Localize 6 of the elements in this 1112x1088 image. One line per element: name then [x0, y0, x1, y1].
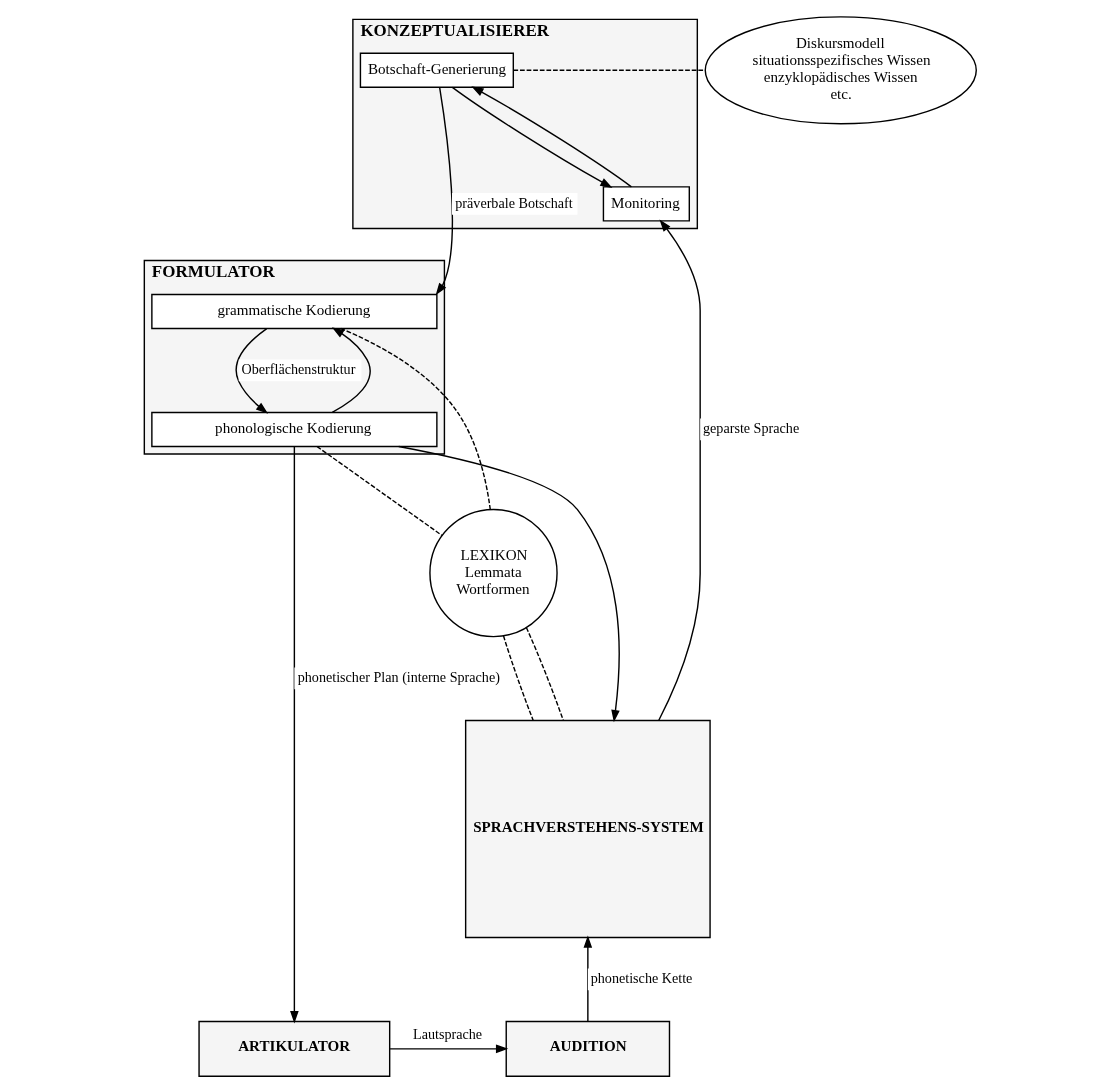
edge-label: Oberflächenstruktur — [241, 361, 355, 378]
edge-label: präverbale Botschaft — [454, 194, 573, 211]
edge-label: Lautsprache — [412, 1025, 482, 1042]
edge-label: geparste Sprache — [702, 420, 799, 437]
edge-label: phonetischer Plan (interne Sprache) — [297, 669, 500, 686]
edge-label: phonetische Kette — [590, 970, 692, 987]
